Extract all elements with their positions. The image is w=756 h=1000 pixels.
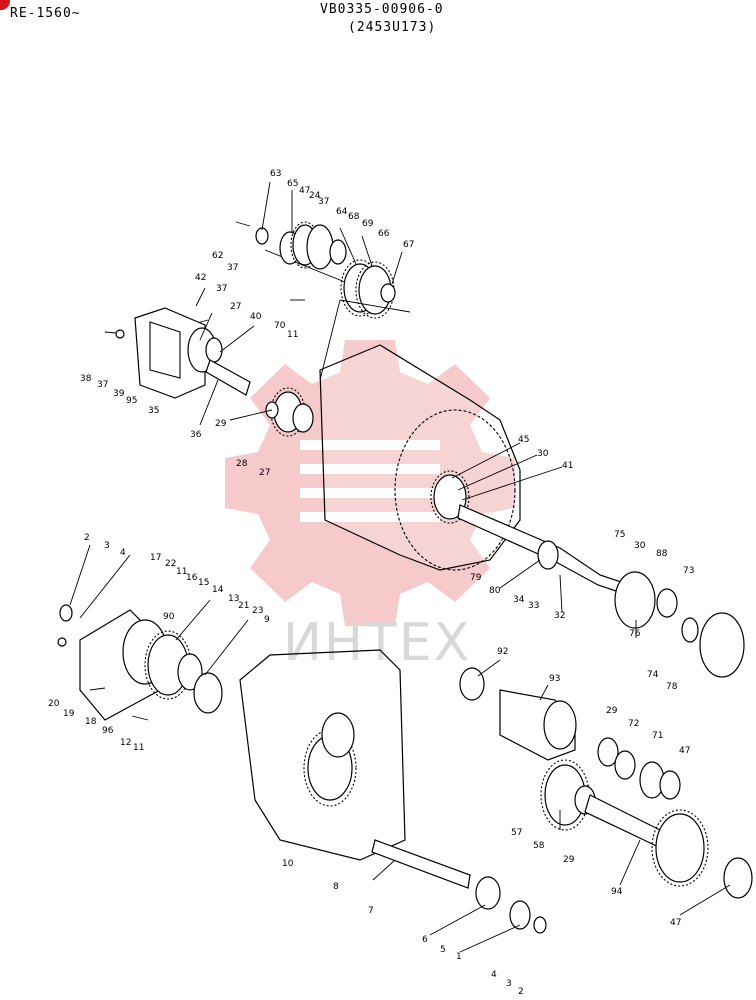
part-callout-42: 42 xyxy=(195,273,206,283)
part-callout-38: 38 xyxy=(80,374,92,384)
part-callout-7: 7 xyxy=(368,906,374,916)
part-callout-5: 5 xyxy=(440,945,446,955)
part-callout-73: 73 xyxy=(683,566,694,576)
part-callout-37: 37 xyxy=(227,263,238,273)
part-callout-35: 35 xyxy=(148,406,159,416)
part-callout-1: 1 xyxy=(456,952,462,962)
part-callout-29: 29 xyxy=(563,855,575,865)
part-callout-10: 10 xyxy=(282,859,294,869)
part-callout-17: 17 xyxy=(150,553,161,563)
part-callout-64: 64 xyxy=(336,207,348,217)
part-callout-29: 29 xyxy=(215,419,227,429)
pto-housing xyxy=(104,307,314,437)
part-callout-95: 95 xyxy=(126,396,137,406)
page-badge: 8 xyxy=(0,0,10,10)
part-callout-47: 47 xyxy=(299,186,310,196)
part-callout-58: 58 xyxy=(533,841,545,851)
part-callout-67: 67 xyxy=(403,240,414,250)
part-callout-72: 72 xyxy=(628,719,639,729)
part-callout-47: 47 xyxy=(670,918,681,928)
part-callout-8: 8 xyxy=(333,882,339,892)
part-callout-2: 2 xyxy=(84,533,90,543)
part-callout-96: 96 xyxy=(102,726,114,736)
brake-drum-assembly xyxy=(57,604,223,721)
part-callout-11: 11 xyxy=(287,330,298,340)
callout-leaders xyxy=(69,181,731,953)
transmission-case xyxy=(319,299,745,678)
part-callout-90: 90 xyxy=(163,612,175,622)
upper-gear-assembly xyxy=(189,221,396,326)
part-callout-65: 65 xyxy=(287,179,298,189)
part-callout-36: 36 xyxy=(190,430,202,440)
part-callout-19: 19 xyxy=(63,709,75,719)
part-callout-3: 3 xyxy=(104,541,110,551)
part-callout-14: 14 xyxy=(212,585,224,595)
part-callout-9: 9 xyxy=(264,615,270,625)
part-callout-16: 16 xyxy=(186,573,198,583)
part-callout-74: 74 xyxy=(647,670,659,680)
part-callout-23: 23 xyxy=(252,606,263,616)
right-gear-shafts xyxy=(459,667,753,899)
part-callout-33: 33 xyxy=(528,601,539,611)
part-callout-75: 75 xyxy=(614,530,625,540)
part-callout-66: 66 xyxy=(378,229,390,239)
part-callout-93: 93 xyxy=(549,674,560,684)
part-callout-11: 11 xyxy=(176,567,187,577)
part-callout-88: 88 xyxy=(656,549,668,559)
serial-range: RE-1560~ xyxy=(10,6,81,21)
part-callout-41: 41 xyxy=(562,461,573,471)
part-callout-3: 3 xyxy=(506,979,512,989)
part-callout-34: 34 xyxy=(513,595,525,605)
part-callout-39: 39 xyxy=(113,389,125,399)
part-callout-79: 79 xyxy=(470,573,482,583)
part-callout-40: 40 xyxy=(250,312,262,322)
part-callout-2: 2 xyxy=(518,987,524,997)
part-callout-13: 13 xyxy=(228,594,239,604)
part-callout-69: 69 xyxy=(362,219,374,229)
part-callout-12: 12 xyxy=(120,738,131,748)
part-callout-37: 37 xyxy=(97,380,108,390)
part-callout-6: 6 xyxy=(422,935,428,945)
part-callout-47: 47 xyxy=(679,746,690,756)
part-callout-22: 22 xyxy=(165,559,176,569)
part-callout-80: 80 xyxy=(489,586,501,596)
part-callout-20: 20 xyxy=(48,699,60,709)
part-callout-32: 32 xyxy=(554,611,565,621)
part-callout-28: 28 xyxy=(236,459,248,469)
part-callout-57: 57 xyxy=(511,828,522,838)
part-callout-30: 30 xyxy=(634,541,646,551)
part-callout-62: 62 xyxy=(212,251,223,261)
part-callout-27: 27 xyxy=(230,302,241,312)
part-callout-30: 30 xyxy=(537,449,549,459)
part-callout-37: 37 xyxy=(216,284,227,294)
part-callout-21: 21 xyxy=(238,601,249,611)
watermark-text: ИНТЕХ xyxy=(283,613,471,673)
part-callout-45: 45 xyxy=(518,435,529,445)
part-callout-92: 92 xyxy=(497,647,508,657)
part-callout-4: 4 xyxy=(491,970,497,980)
part-callout-78: 78 xyxy=(666,682,678,692)
part-callout-71: 71 xyxy=(652,731,663,741)
lower-case-assembly xyxy=(239,649,547,934)
part-callout-76: 76 xyxy=(629,629,641,639)
part-callout-24: 24 xyxy=(309,191,321,201)
part-callout-37: 37 xyxy=(318,197,329,207)
part-callout-18: 18 xyxy=(85,717,97,727)
part-callout-70: 70 xyxy=(274,321,286,331)
part-callout-27: 27 xyxy=(259,468,270,478)
sub-assembly-number: (2453U173) xyxy=(348,20,437,35)
part-callout-94: 94 xyxy=(611,887,623,897)
part-callout-63: 63 xyxy=(270,169,281,179)
part-callout-11: 11 xyxy=(133,743,144,753)
part-callout-68: 68 xyxy=(348,212,360,222)
part-number: VB0335-00906-0 xyxy=(320,2,444,17)
part-callout-29: 29 xyxy=(606,706,618,716)
part-callout-4: 4 xyxy=(120,548,126,558)
part-callout-15: 15 xyxy=(198,578,209,588)
